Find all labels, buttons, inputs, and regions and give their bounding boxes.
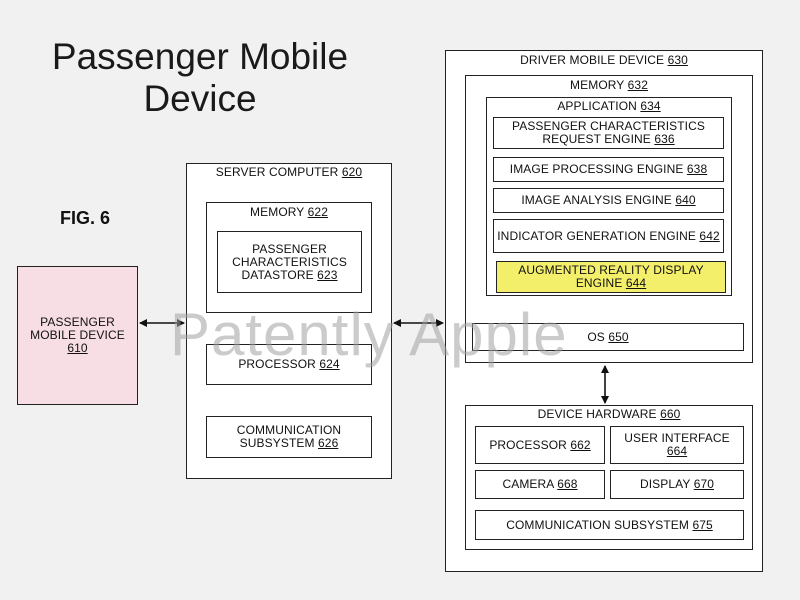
headline: Passenger Mobile Device: [30, 36, 370, 120]
ref-623: 623: [317, 267, 338, 282]
ref-675: 675: [692, 517, 713, 532]
hardware-processor-label: PROCESSOR: [489, 437, 567, 452]
ref-636: 636: [654, 132, 675, 146]
engine-passenger-characteristics-request: PASSENGER CHARACTERISTICS REQUEST ENGINE…: [493, 117, 724, 149]
ref-630: 630: [667, 53, 688, 67]
headline-line-2: Device: [143, 78, 257, 119]
engine-label: IMAGE ANALYSIS ENGINE: [521, 193, 672, 207]
ref-620: 620: [341, 165, 363, 179]
engine-label: AUGMENTED REALITY DISPLAY ENGINE: [518, 263, 704, 290]
ref-632: 632: [627, 78, 648, 92]
ref-626: 626: [318, 436, 339, 450]
engine-label: IMAGE PROCESSING ENGINE: [509, 162, 684, 176]
application-title: APPLICATION 634: [557, 99, 661, 113]
hardware-processor-box: PROCESSOR 662: [475, 426, 605, 464]
server-processor-box: PROCESSOR 624: [206, 344, 372, 385]
ref-644: 644: [625, 276, 647, 290]
engine-image-processing: IMAGE PROCESSING ENGINE 638: [493, 157, 724, 182]
datastore-label: PASSENGER CHARACTERISTICS DATASTORE 623: [232, 241, 347, 282]
ref-634: 634: [640, 99, 661, 113]
server-computer-title: SERVER COMPUTER 620: [215, 165, 363, 179]
display-box: DISPLAY 670: [610, 470, 744, 499]
driver-device-title: DRIVER MOBILE DEVICE 630: [520, 53, 688, 67]
engine-augmented-reality-display: AUGMENTED REALITY DISPLAY ENGINE 644: [496, 261, 726, 293]
ref-670: 670: [693, 477, 715, 491]
server-comm-subsystem-box: COMMUNICATION SUBSYSTEM 626: [206, 416, 372, 458]
server-memory-title: MEMORY 622: [250, 205, 328, 219]
engine-label: INDICATOR GENERATION ENGINE: [497, 228, 696, 243]
ref-638: 638: [686, 162, 708, 176]
camera-box: CAMERA 668: [475, 470, 605, 499]
camera-label: CAMERA: [502, 477, 554, 491]
hardware-comm-subsystem-box: COMMUNICATION SUBSYSTEM 675: [475, 510, 744, 540]
passenger-mobile-device-box: PASSENGER MOBILE DEVICE 610: [17, 266, 138, 405]
ref-640: 640: [675, 193, 696, 207]
ref-610: 610: [67, 341, 88, 355]
engine-label: PASSENGER CHARACTERISTICS REQUEST ENGINE: [512, 119, 705, 146]
passenger-characteristics-datastore-box: PASSENGER CHARACTERISTICS DATASTORE 623: [217, 231, 362, 293]
ref-668: 668: [557, 477, 578, 491]
driver-memory-title: MEMORY 632: [570, 78, 648, 92]
ref-664: 664: [666, 444, 688, 458]
figure-label: FIG. 6: [60, 208, 111, 228]
passenger-mobile-device-label: PASSENGER MOBILE DEVICE 610: [30, 315, 125, 355]
ref-642: 642: [699, 228, 720, 243]
engine-image-analysis: IMAGE ANALYSIS ENGINE 640: [493, 188, 724, 213]
display-label: DISPLAY: [639, 477, 691, 491]
ref-622: 622: [307, 205, 328, 219]
server-comm-label: COMMUNICATION SUBSYSTEM 626: [236, 423, 342, 450]
server-processor-label: PROCESSOR 624: [238, 357, 340, 371]
os-box: OS 650: [472, 323, 744, 351]
engine-indicator-generation: INDICATOR GENERATION ENGINE 642: [493, 219, 724, 253]
ref-624: 624: [319, 357, 340, 371]
ref-650: 650: [608, 329, 629, 344]
headline-line-1: Passenger Mobile: [51, 36, 349, 77]
ref-660: 660: [660, 407, 681, 421]
user-interface-box: USER INTERFACE 664: [610, 426, 744, 464]
ref-662: 662: [570, 437, 591, 452]
hardware-comm-label: COMMUNICATION SUBSYSTEM: [506, 517, 689, 532]
user-interface-label: USER INTERFACE: [624, 431, 730, 445]
device-hardware-title: DEVICE HARDWARE 660: [537, 407, 681, 421]
os-label: OS: [587, 329, 605, 344]
